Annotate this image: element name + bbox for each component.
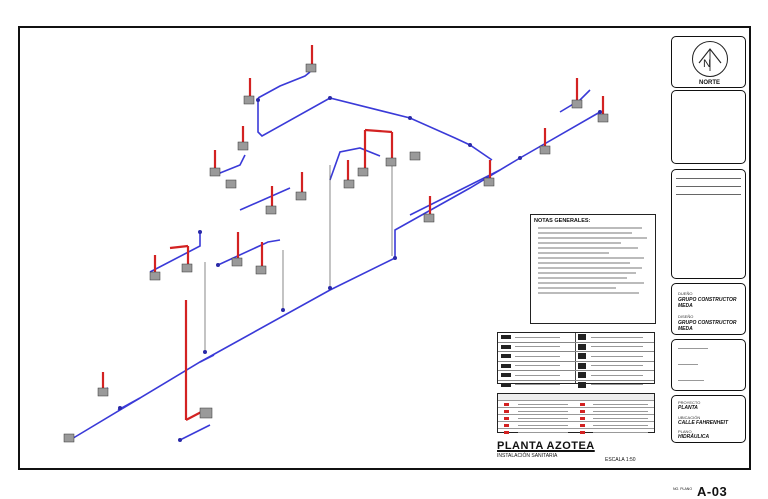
fixture: [231, 257, 243, 267]
north-arrow-icon: N: [692, 41, 728, 77]
vertical-drops: [204, 165, 393, 352]
symbology-table: [497, 332, 655, 388]
fixture-legend-table: [497, 393, 655, 434]
plan-subtitle: INSTALACIÓN SANITARIA: [497, 453, 558, 459]
fixture: [243, 95, 255, 105]
main-pipe-mid: [257, 97, 493, 161]
location-label: UBICACIÓN: [678, 415, 701, 420]
design-label: DISEÑO: [678, 314, 694, 319]
fixture: [181, 263, 193, 273]
project-label: PROYECTO: [678, 400, 701, 405]
plan-title-block: PLANTA AZOTEA INSTALACIÓN SANITARIA ESCA…: [497, 440, 657, 463]
north-label: NORTE: [699, 80, 720, 86]
branch-mid-center: [329, 147, 381, 181]
branch-bottom: [179, 424, 211, 441]
plan-title: PLANTA AZOTEA: [497, 440, 595, 452]
fixture: [97, 387, 109, 397]
location-value: CALLE FAHRENHEIT: [678, 420, 728, 426]
plan-scale: ESCALA 1:50: [605, 457, 636, 463]
design-value: GRUPO CONSTRUCTOR MEDA: [678, 320, 737, 332]
risers: [101, 45, 605, 421]
branch-right: [409, 169, 501, 216]
main-pipe-upper: [394, 111, 601, 258]
fixture: [483, 177, 495, 187]
project-value: PLANTA: [678, 405, 698, 411]
fixture: [237, 141, 249, 151]
north-cell: N NORTE: [671, 36, 746, 88]
svg-text:N: N: [703, 58, 711, 70]
owner-value: GRUPO CONSTRUCTOR MEDA: [678, 297, 737, 309]
title-block-blank-cell: [671, 90, 746, 164]
title-block: N NORTE DUEÑO GRUPO CONSTRUCTOR MEDA DIS…: [671, 36, 746, 499]
branch-center: [217, 239, 281, 266]
fixture: [149, 271, 161, 281]
fixture: [255, 265, 267, 275]
fixtures: [63, 63, 609, 443]
fixture: [597, 113, 609, 123]
fixture: [209, 167, 221, 177]
branch-left-low: [149, 232, 201, 273]
general-notes-box: NOTAS GENERALES:: [530, 214, 656, 324]
fixture: [409, 151, 421, 161]
sheet-number: A-03: [697, 484, 728, 499]
sheet-label: NO. PLANO: [673, 487, 693, 491]
fixture: [357, 167, 369, 177]
valve-markers: [118, 96, 602, 442]
drawing-sheet-border: [18, 26, 751, 470]
fixture: [571, 99, 583, 109]
owner-design-cell: DUEÑO GRUPO CONSTRUCTOR MEDA DISEÑO GRUP…: [671, 283, 746, 335]
fixture: [423, 213, 435, 223]
riser: [169, 244, 189, 250]
riser: [364, 128, 393, 134]
fixture: [225, 179, 237, 189]
fixture: [265, 205, 277, 215]
branch-left-mid: [239, 187, 291, 211]
signatures-cell: [671, 339, 746, 391]
revisions-cell: [671, 169, 746, 279]
supply-pipes: [69, 71, 601, 441]
notes-title: NOTAS GENERALES:: [534, 218, 591, 224]
fixture: [539, 145, 551, 155]
drawing-label: PLANO: [678, 429, 692, 434]
drawing-value: HIDRÁULICA: [678, 434, 710, 440]
branch-left-upper: [214, 154, 246, 176]
main-branch-left: [199, 354, 215, 363]
fixture: [305, 63, 317, 73]
project-info-cell: PROYECTO PLANTA UBICACIÓN CALLE FAHRENHE…: [671, 395, 746, 443]
main-pipe-top: [257, 71, 311, 99]
fixture: [63, 433, 75, 443]
fixture: [199, 407, 213, 419]
fixture: [295, 191, 307, 201]
owner-label: DUEÑO: [678, 291, 693, 296]
fixture: [343, 179, 355, 189]
main-pipe-run: [69, 257, 396, 441]
fixture: [385, 157, 397, 167]
